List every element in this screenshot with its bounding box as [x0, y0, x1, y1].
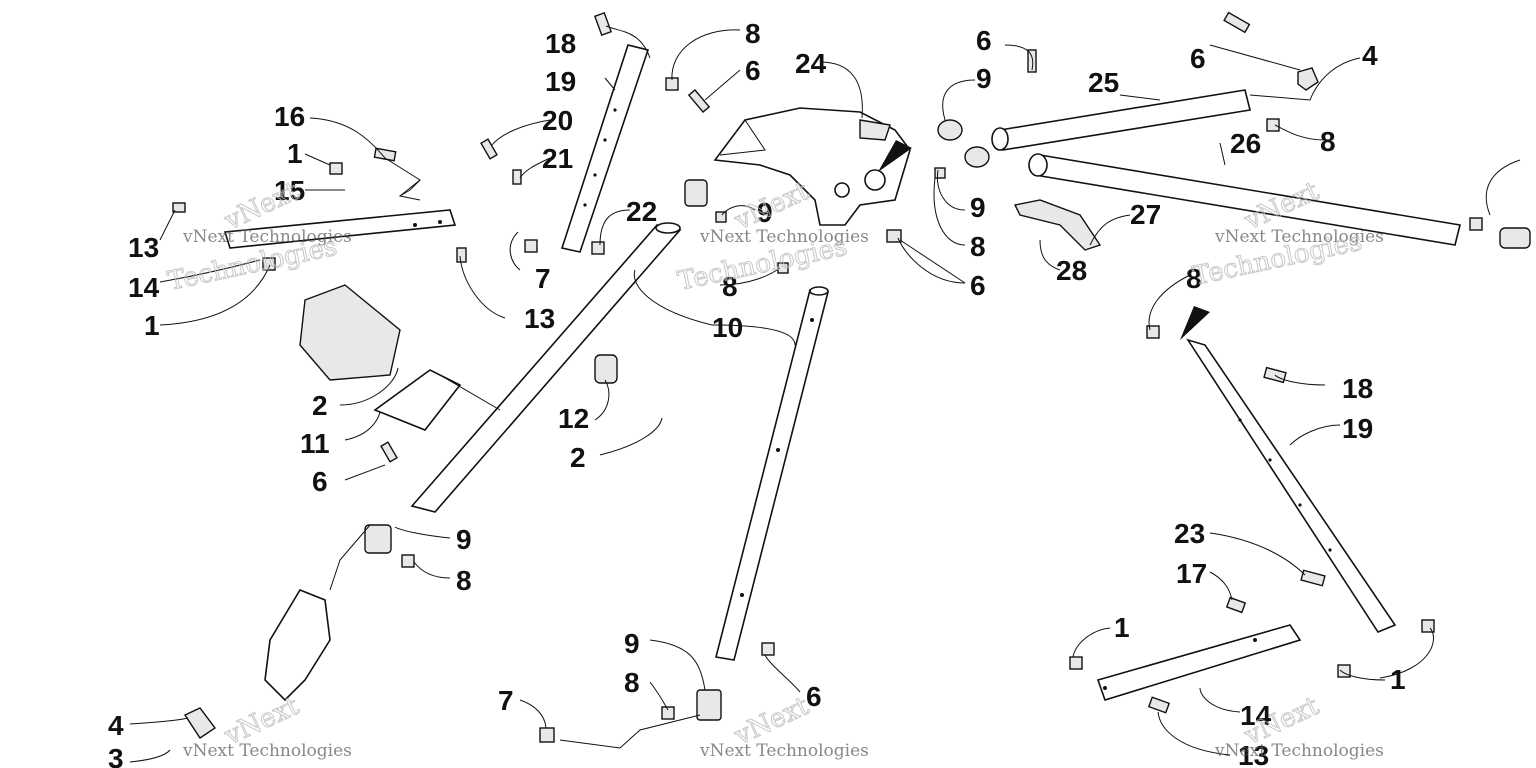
callout-label: 24: [795, 48, 827, 79]
bar-19-left: [560, 44, 650, 253]
callout-label: 13: [1238, 740, 1269, 768]
grille: [299, 284, 401, 381]
callout-label: 6: [970, 270, 986, 301]
callout-label: 10: [712, 312, 743, 343]
callout-label: 6: [806, 681, 822, 712]
watermark-text: vNext Technologies: [699, 227, 869, 247]
callout-label: 6: [976, 25, 992, 56]
callout-label: 4: [1362, 40, 1378, 71]
callout-label: 8: [456, 565, 472, 596]
callout-label: 26: [1230, 128, 1261, 159]
callout-label: 1: [287, 138, 303, 169]
callout-label: 12: [558, 403, 589, 434]
callout-label: 21: [542, 143, 573, 174]
callout-label: 6: [745, 55, 761, 86]
callout-label: 1: [144, 310, 160, 341]
grille-mount: [373, 369, 462, 431]
leader-lines: [129, 25, 1521, 763]
bar-14-right: [1096, 624, 1302, 701]
callout-label: 19: [545, 66, 576, 97]
callout-label: 15: [274, 175, 305, 206]
tube-top-25: [999, 89, 1251, 151]
tube-left-end: [655, 222, 681, 234]
watermark-text: vNext Technologies: [1214, 227, 1384, 247]
callout-label: 18: [545, 28, 576, 59]
callout-label: 18: [1342, 373, 1373, 404]
callout-label: 2: [570, 442, 586, 473]
direction-arrow-icon: [1180, 306, 1210, 340]
callout-label: 6: [1190, 43, 1206, 74]
callout-label: 23: [1174, 518, 1205, 549]
callout-label: 11: [300, 428, 330, 459]
callout-label: 9: [456, 524, 472, 555]
callout-label: 28: [1056, 255, 1087, 286]
callout-label: 20: [542, 105, 573, 136]
callout-label: 16: [274, 101, 305, 132]
callout-label: 9: [757, 197, 773, 228]
callout-label: 19: [1342, 413, 1373, 444]
callout-label: 3: [108, 743, 124, 768]
tube-center-top: [809, 286, 829, 296]
callout-label: 1: [1114, 612, 1130, 643]
callout-label: 9: [976, 63, 992, 94]
callout-label: 7: [498, 685, 514, 716]
bracket-27: [1013, 199, 1102, 251]
watermark-text: vNext Technologies: [182, 227, 352, 247]
callout-label: 4: [108, 710, 124, 741]
callout-label: 8: [1320, 126, 1336, 157]
callout-label: 8: [745, 18, 761, 49]
callout-label: 1: [1390, 664, 1406, 695]
callout-label: 13: [524, 303, 555, 334]
watermarks: vNext vNext Technologies Technologies vN…: [165, 175, 1384, 761]
callout-label: 8: [970, 231, 986, 262]
tube-center: [715, 289, 830, 661]
callout-label: 6: [312, 466, 328, 497]
callout-label: 8: [722, 271, 738, 302]
callout-label: 7: [535, 263, 551, 294]
callout-label: 8: [1186, 263, 1202, 294]
callout-label: 14: [128, 272, 160, 303]
callout-label: 2: [312, 390, 328, 421]
direction-arrow-icon: [878, 140, 912, 172]
callout-label: 17: [1176, 558, 1207, 589]
bar-14-left: [223, 209, 457, 249]
callout-label: 14: [1240, 700, 1272, 731]
watermark-text: vNext Technologies: [1214, 741, 1384, 761]
callout-label: 13: [128, 232, 159, 263]
callout-label: 9: [970, 192, 986, 223]
callout-label: 27: [1130, 199, 1161, 230]
callout-labels: 18 8 19 6 24 6 9 6 25 4 16 20 1 21 15 13…: [108, 18, 1406, 768]
lower-left-mount: [264, 589, 331, 702]
callout-label: 9: [624, 628, 640, 659]
watermark-text: vNext Technologies: [699, 741, 869, 761]
watermark-text: vNext Technologies: [182, 741, 352, 761]
bar-19-right: [1186, 338, 1397, 633]
callout-label: 25: [1088, 67, 1119, 98]
callout-label: 22: [626, 196, 657, 227]
callout-label: 8: [624, 667, 640, 698]
